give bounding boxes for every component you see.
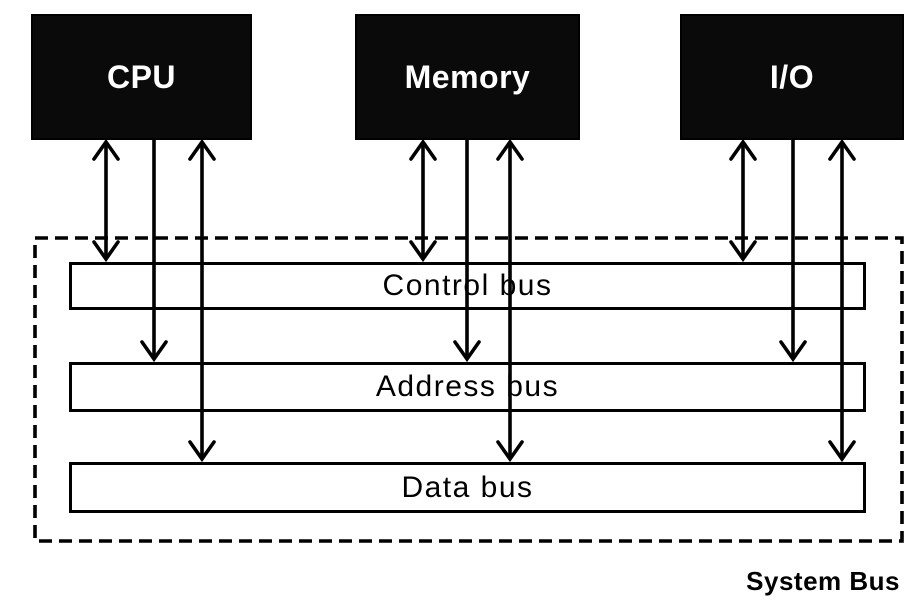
memory-box: Memory [355,14,580,140]
data-bus-label: Data bus [401,470,534,504]
control-bus-label: Control bus [382,269,553,302]
address-bus-bar: Address bus [69,362,866,412]
memory-label: Memory [404,58,531,95]
cpu-box: CPU [31,14,252,140]
address-bus-label: Address bus [375,370,560,403]
system-bus-caption: System Bus [746,566,900,596]
control-bus-bar: Control bus [69,262,866,310]
io-label: I/O [769,58,815,95]
cpu-label: CPU [106,58,177,95]
data-bus-bar: Data bus [69,462,866,513]
io-box: I/O [680,14,904,140]
